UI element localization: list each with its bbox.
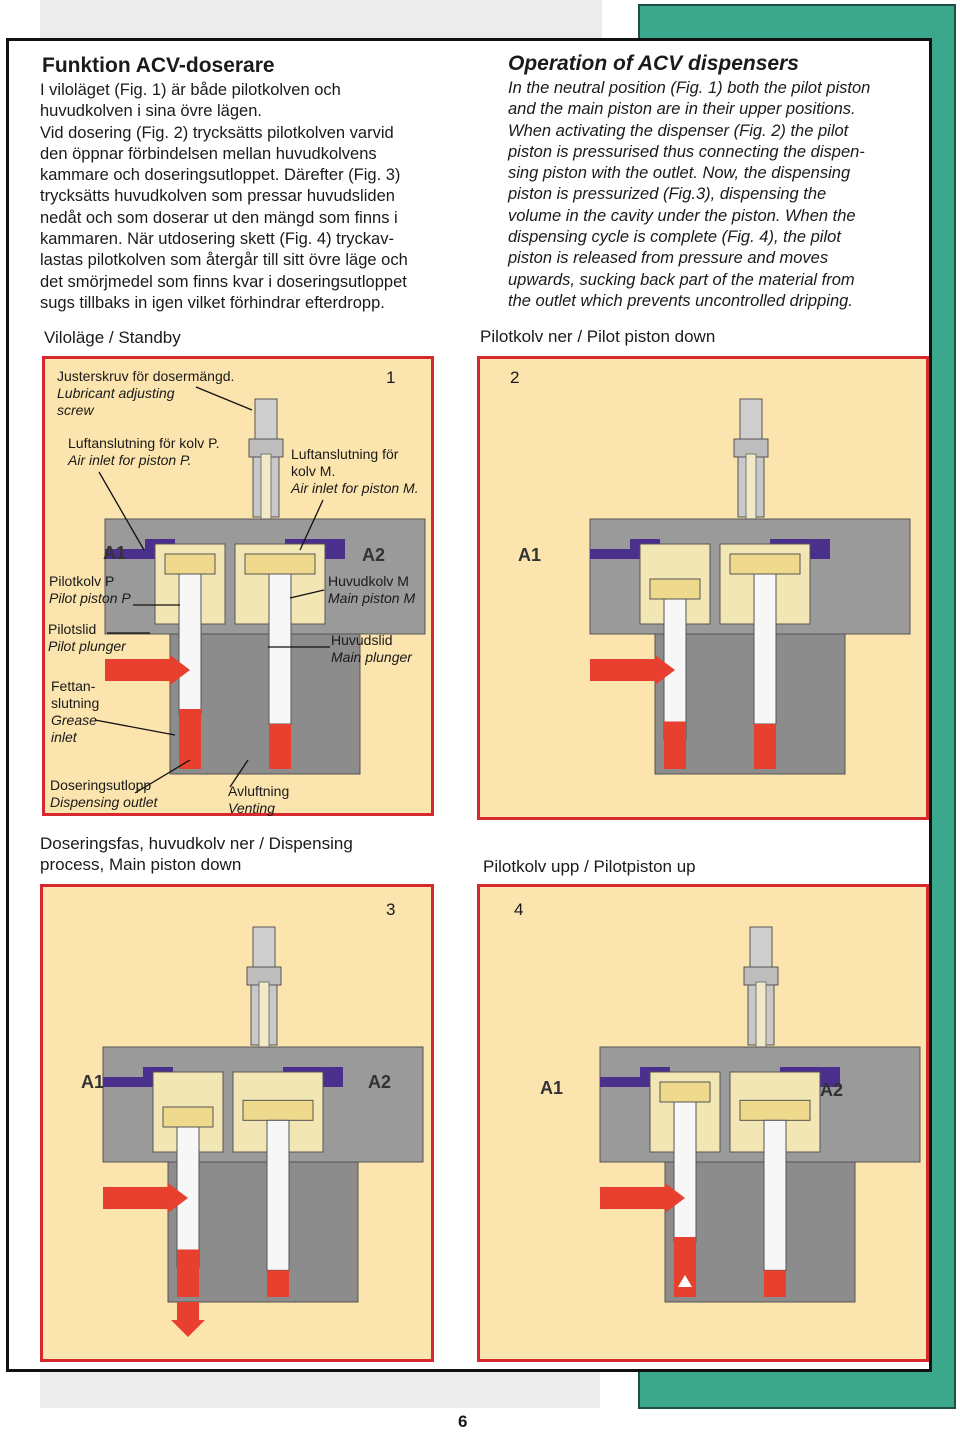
text-line: and the main piston are in their upper p… — [508, 100, 856, 119]
dispenser-cross-section-drawing — [599, 926, 921, 1303]
text-line: dispensing cycle is complete (Fig. 4), t… — [508, 228, 841, 247]
text-line: When activating the dispenser (Fig. 2) t… — [508, 121, 849, 140]
text-line: det smörjmedel som finns kvar i dosering… — [40, 272, 407, 291]
text-line: piston is pressurised thus connecting th… — [508, 142, 865, 161]
fig4-port-a2: A2 — [820, 1080, 844, 1100]
text-line: kammare och doseringsutloppet. Därefter … — [40, 166, 401, 185]
fig2-caption: Pilotkolv ner / Pilot piston down — [480, 327, 716, 346]
text-line: volume in the cavity under the piston. W… — [508, 206, 856, 225]
fig3-port-a1: A1 — [81, 1072, 105, 1092]
fig2-number: 2 — [510, 368, 520, 387]
text-line: huvudkolven i sina övre lägen. — [40, 102, 262, 121]
fig1-port-a2: A2 — [362, 545, 386, 565]
figure-1-panel — [42, 356, 434, 816]
fig1-number: 1 — [386, 368, 396, 387]
swedish-title: Funktion ACV-doserare — [42, 54, 275, 77]
figure-3-panel — [40, 884, 434, 1362]
text-line: sugs tillbaks in igen vilket förhindrar … — [40, 293, 385, 312]
fig1-port-a1: A1 — [103, 543, 127, 563]
label-adjusting-screw: Justerskruv för dosermängd. Lubricant ad… — [57, 368, 235, 418]
fig3-caption-line2: process, Main piston down — [40, 855, 242, 874]
top-gray-band — [40, 0, 602, 38]
label-air-inlet-m: Luftanslutning för kolv M. Air inlet for… — [291, 446, 419, 496]
fig3-number: 3 — [386, 900, 396, 919]
text-line: lastas pilotkolven som återgår till sitt… — [40, 251, 408, 270]
dispenser-cross-section-drawing — [102, 926, 424, 1337]
label-dispensing-outlet: Doseringsutlopp Dispensing outlet — [50, 777, 158, 810]
text-line: piston is pressurized (Fig.3), dispensin… — [508, 185, 827, 204]
text-line: den öppnar förbindelsen mellan huvudkolv… — [40, 144, 377, 163]
bottom-gray-band — [40, 1372, 600, 1408]
fig1-caption: Viloläge / Standby — [44, 328, 181, 347]
fig3-caption-line1: Doseringsfas, huvudkolv ner / Dispensing — [40, 834, 353, 853]
label-air-inlet-p: Luftanslutning för kolv P. Air inlet for… — [68, 435, 220, 468]
figure-2-panel — [477, 356, 929, 820]
text-line: kammaren. När utdosering skett (Fig. 4) … — [40, 230, 394, 249]
page-number: 6 — [458, 1412, 468, 1431]
text-line: In the neutral position (Fig. 1) both th… — [508, 79, 871, 97]
text-line: upwards, sucking back part of the materi… — [508, 270, 855, 289]
text-line: piston is released from pressure and mov… — [508, 249, 829, 268]
label-grease-inlet: Fettan- slutning Grease inlet — [51, 678, 100, 745]
text-line: sing piston with the outlet. Now, the di… — [508, 164, 851, 183]
dispenser-cross-section-drawing — [104, 398, 426, 775]
text-line: the outlet which prevents uncontrolled d… — [508, 291, 853, 310]
label-pilot-plunger: Pilotslid Pilot plunger — [48, 621, 126, 654]
fig3-port-a2: A2 — [368, 1072, 392, 1092]
fig2-port-a1: A1 — [518, 545, 542, 565]
text-line: trycksätts huvudkolven som pressar huvud… — [40, 187, 395, 206]
dispenser-cross-section-drawing — [589, 398, 911, 775]
text-line: nedåt och som doserar ut den mängd som f… — [40, 208, 398, 227]
english-title: Operation of ACV dispensers — [508, 52, 799, 75]
figure-4-panel — [477, 884, 929, 1362]
english-paragraph: In the neutral position (Fig. 1) both th… — [508, 78, 918, 312]
swedish-paragraph: I viloläget (Fig. 1) är både pilotkolven… — [40, 80, 450, 314]
label-main-plunger: Huvudslid Main plunger — [331, 632, 412, 665]
label-venting: Avluftning Venting — [228, 783, 290, 816]
text-line: I viloläget (Fig. 1) är både pilotkolven… — [40, 81, 341, 99]
label-pilot-piston: Pilotkolv P Pilot piston P — [49, 573, 131, 606]
fig4-port-a1: A1 — [540, 1078, 564, 1098]
fig4-number: 4 — [514, 900, 524, 919]
label-main-piston: Huvudkolv M Main piston M — [328, 573, 416, 606]
fig4-caption: Pilotkolv upp / Pilotpiston up — [483, 857, 696, 876]
text-line: Vid dosering (Fig. 2) trycksätts pilotko… — [40, 123, 394, 142]
